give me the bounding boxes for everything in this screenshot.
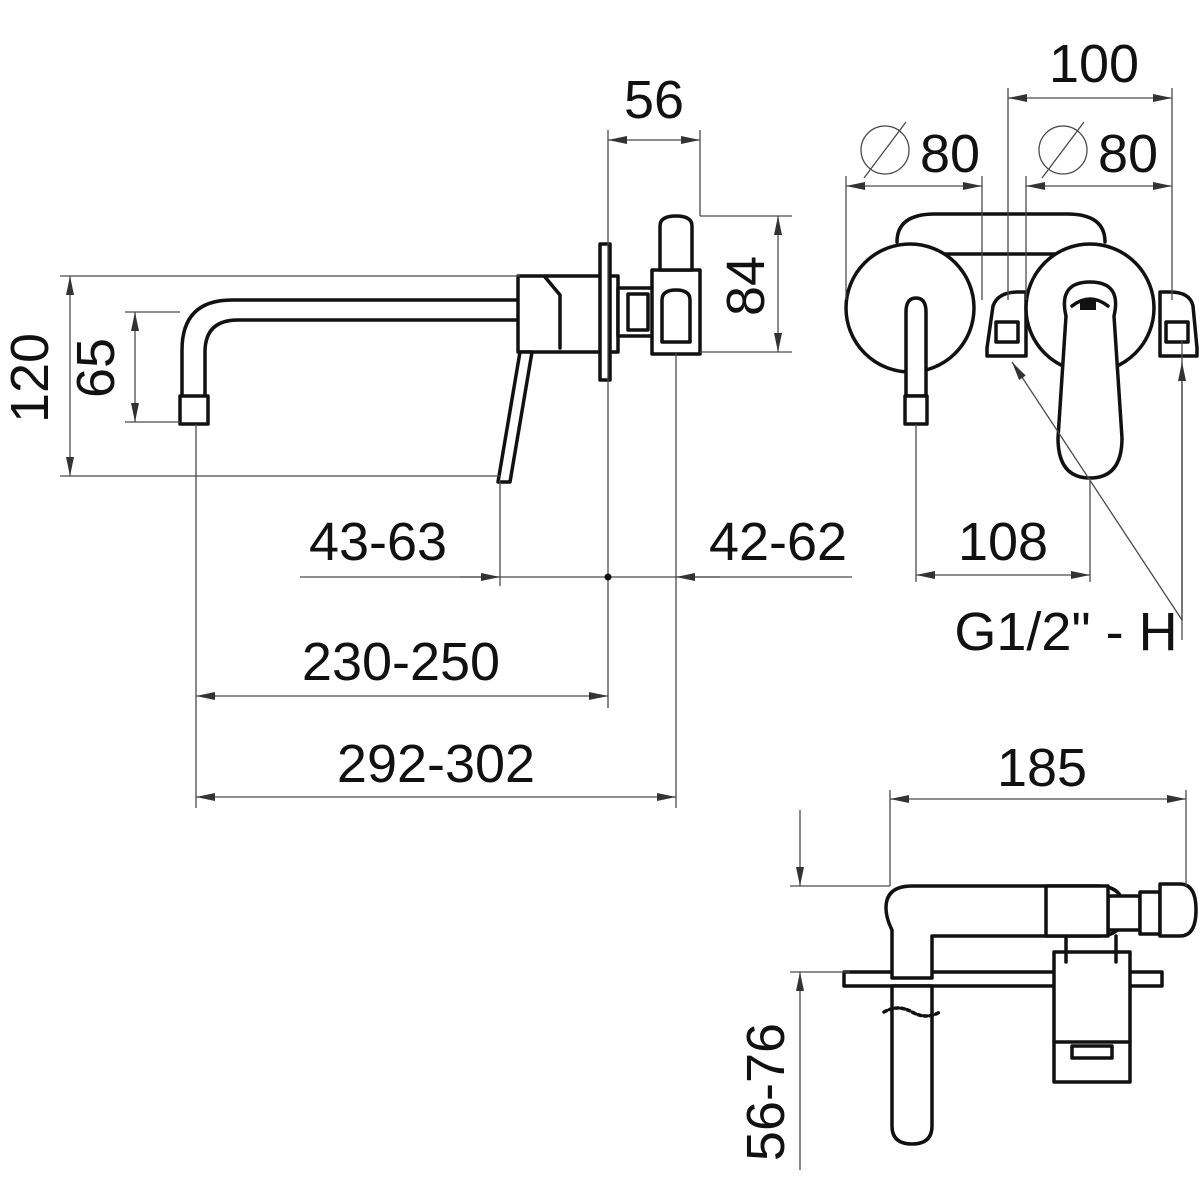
dim-diameter-80-left: 80: [920, 124, 980, 184]
side-view: [178, 214, 702, 484]
dim-65: 65: [66, 338, 126, 398]
front-view: [844, 212, 1199, 480]
dim-292-302: 292-302: [337, 734, 535, 794]
dim-diameter-80-right: 80: [1098, 124, 1158, 184]
dim-100: 100: [1049, 34, 1139, 94]
dim-230-250: 230-250: [302, 632, 500, 692]
dim-43-63: 43-63: [309, 512, 447, 572]
top-view: [842, 882, 1198, 1146]
dim-84: 84: [716, 256, 776, 316]
dimension-labels: 56 100 80 80 84 120 65 43-63 42-62 108 G…: [0, 34, 1178, 1161]
dim-185: 185: [997, 738, 1087, 798]
dim-108: 108: [958, 512, 1048, 572]
dim-56-76: 56-76: [736, 1023, 796, 1161]
dim-120: 120: [0, 333, 60, 423]
dim-thread: G1/2" - H: [954, 602, 1177, 662]
dim-42-62: 42-62: [709, 512, 847, 572]
front-view-dimensions: [845, 88, 1186, 640]
side-view-dimensions: [60, 130, 852, 808]
top-view-dimensions: [790, 790, 1187, 1170]
dim-56: 56: [624, 70, 684, 130]
